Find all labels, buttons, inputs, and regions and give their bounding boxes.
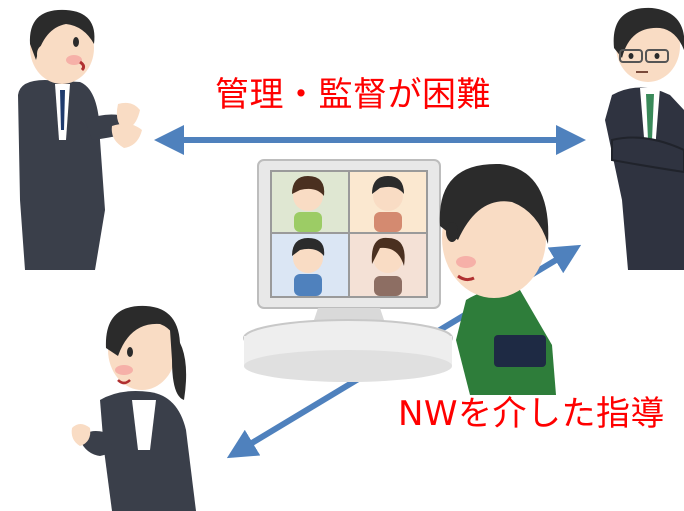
businesswoman-icon	[71, 305, 196, 511]
manager-right-icon	[605, 7, 684, 270]
video-call-monitor-icon	[243, 159, 453, 382]
difficulty-label: 管理・監督が困難	[215, 75, 491, 115]
businessman-left-icon	[18, 9, 142, 270]
remote-guidance-label: NWを介した指導	[398, 394, 666, 434]
remote-worker-icon	[439, 163, 556, 395]
